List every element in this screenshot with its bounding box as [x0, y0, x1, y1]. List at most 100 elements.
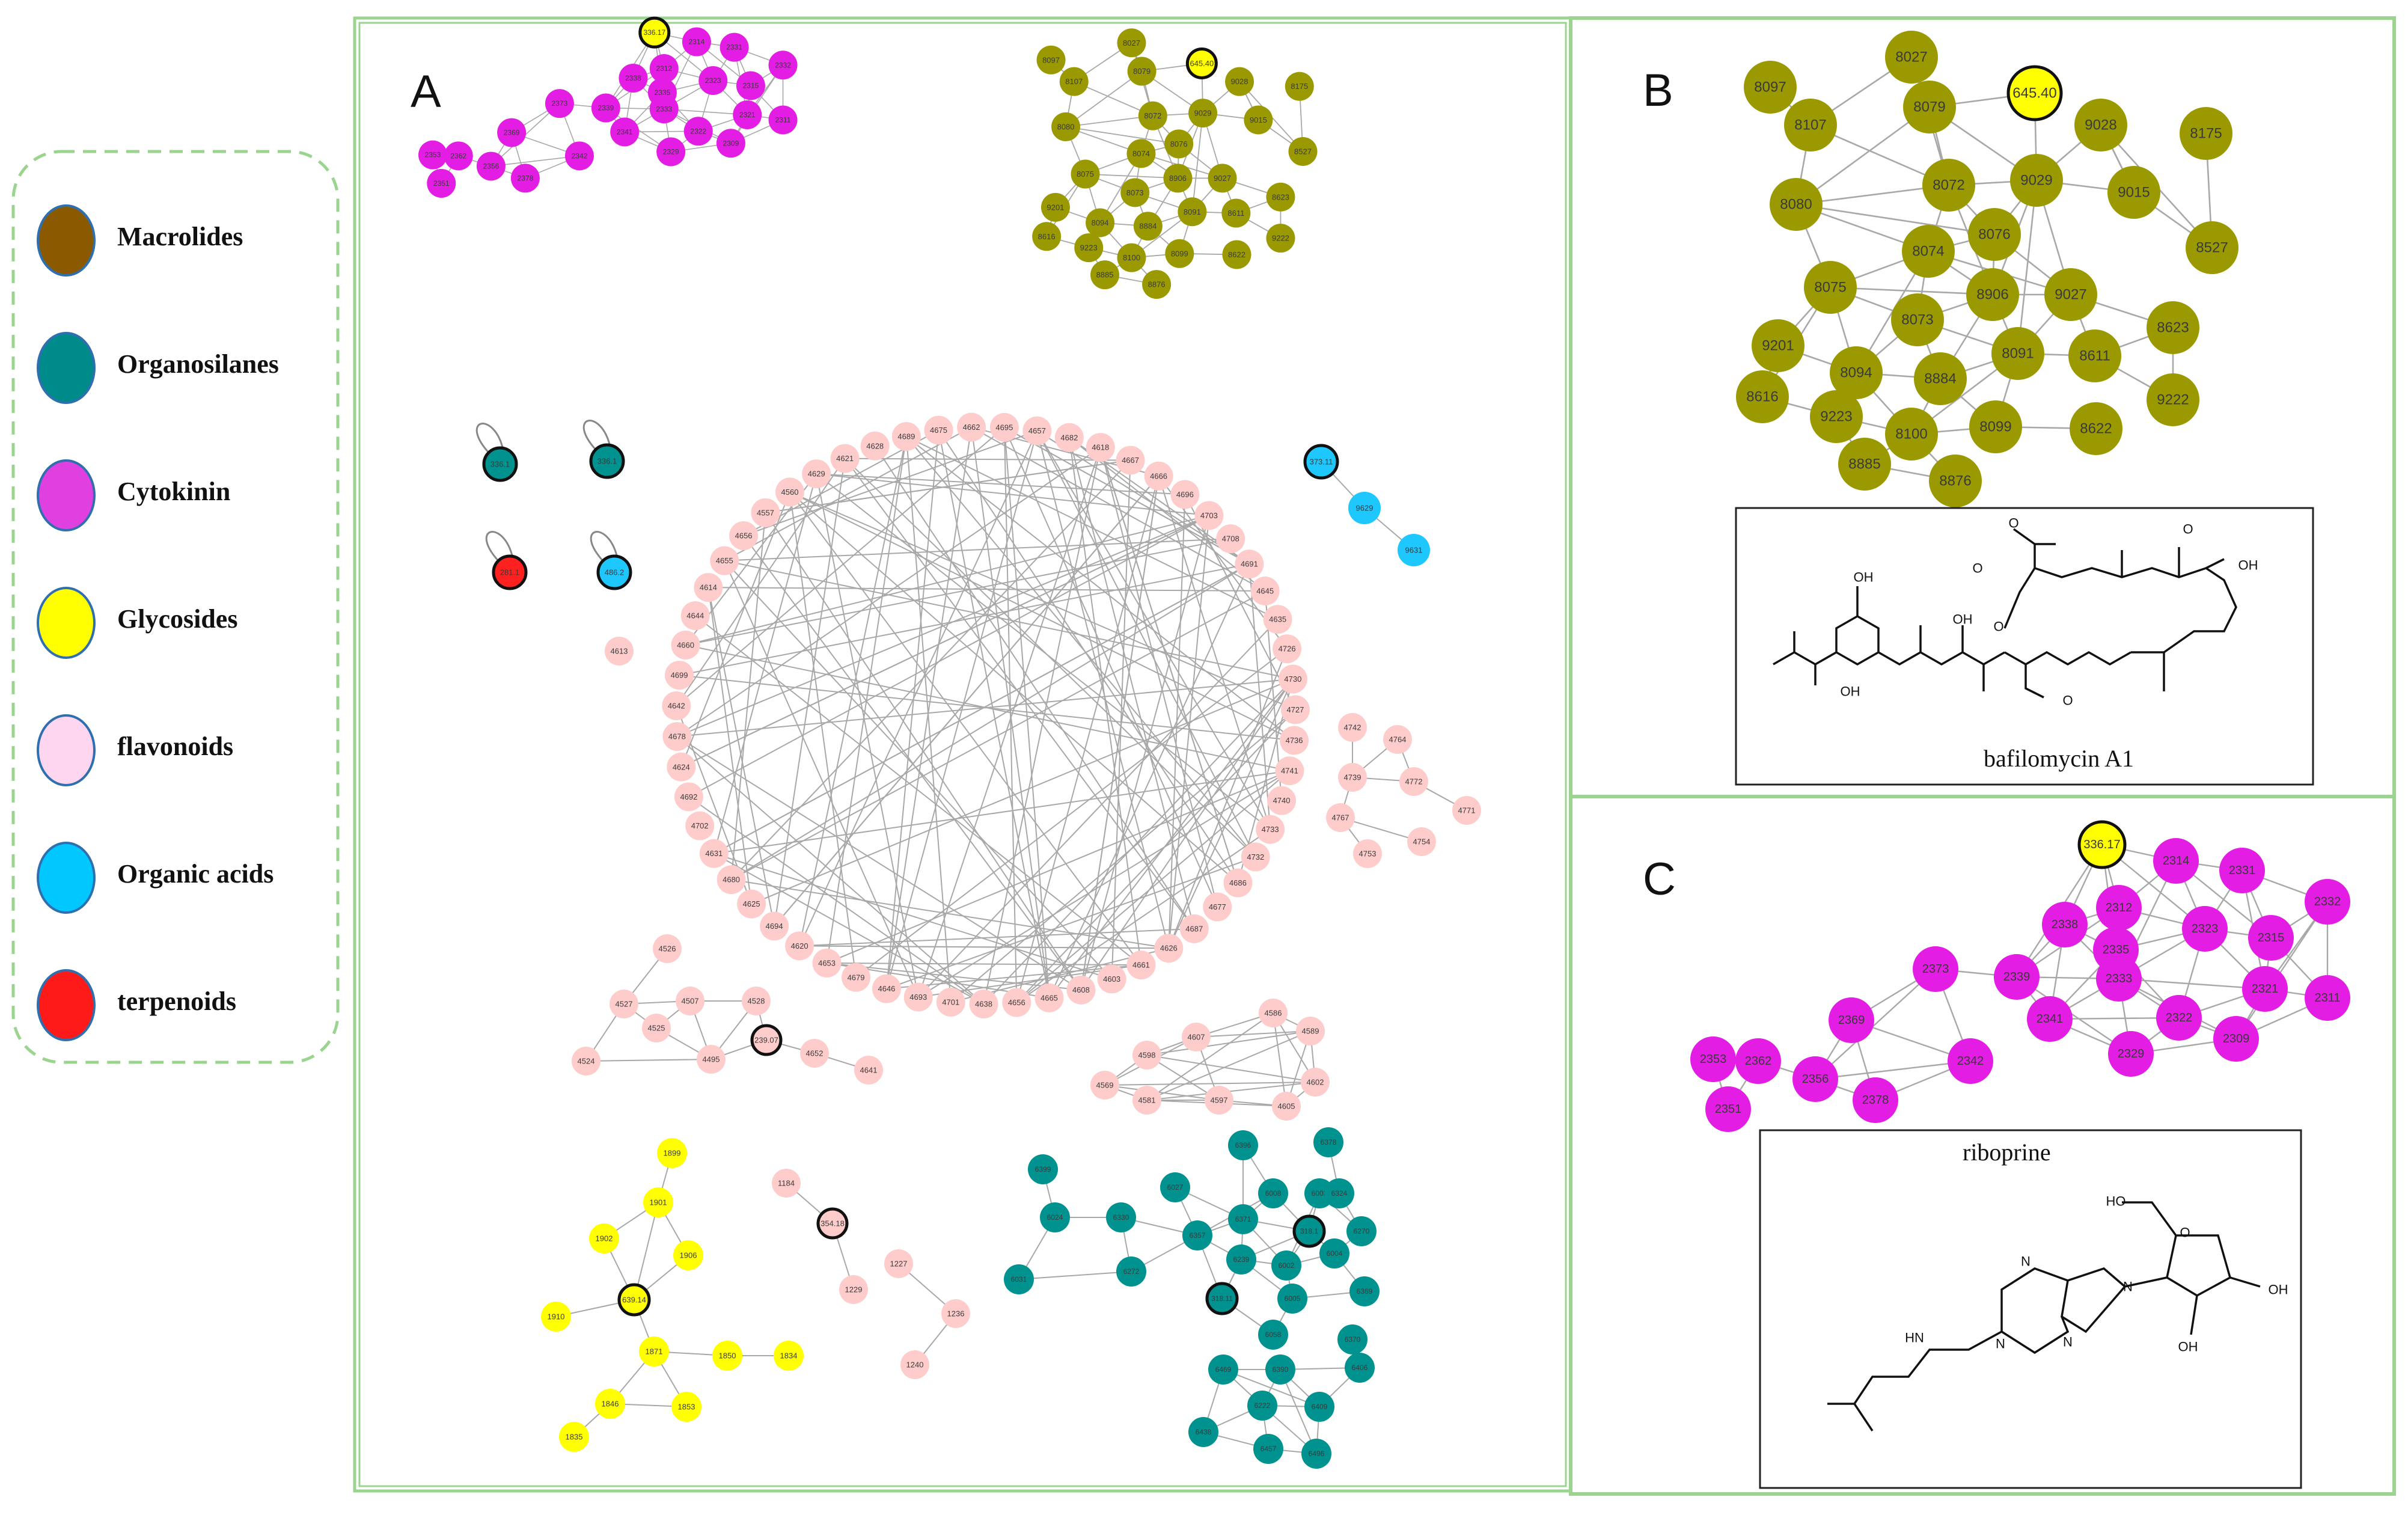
node-label: 6004	[1327, 1249, 1343, 1258]
node-label: 9201	[1047, 203, 1064, 212]
atom-label: OH	[1953, 612, 1973, 627]
node-label: 8175	[2190, 126, 2222, 142]
node-label: 4581	[1138, 1096, 1156, 1105]
node	[1090, 1071, 1119, 1100]
edge	[1080, 476, 1160, 990]
node-label: 281.1	[500, 568, 520, 577]
node	[673, 1240, 703, 1270]
legend-swatch-1	[37, 332, 96, 404]
node	[653, 934, 682, 963]
node-label: 4614	[700, 583, 717, 592]
node	[2180, 107, 2232, 160]
edge	[885, 430, 940, 989]
node-label: 8094	[1092, 218, 1109, 227]
node-label: 4687	[1185, 924, 1203, 933]
edge	[695, 615, 1142, 966]
node-label: 8080	[1780, 197, 1812, 213]
edge	[1016, 828, 1271, 1003]
node-label: 486.2	[605, 568, 625, 577]
node-label: 6324	[1331, 1189, 1348, 1198]
node-label: 6272	[1123, 1267, 1140, 1276]
atom-label: OH	[2238, 558, 2258, 573]
node	[772, 1169, 801, 1198]
node	[1208, 164, 1237, 193]
edge	[730, 459, 1131, 880]
node	[1127, 57, 1157, 86]
node	[699, 839, 729, 868]
node-label: 1240	[906, 1360, 924, 1370]
node-label: 6370	[1345, 1335, 1361, 1344]
node	[482, 446, 518, 482]
node-label: 4638	[975, 999, 992, 1008]
node	[1324, 1178, 1354, 1208]
node-label: 6239	[1233, 1255, 1250, 1264]
panel-a-label: A	[411, 66, 441, 117]
node	[1338, 763, 1367, 792]
node	[1452, 796, 1481, 825]
node	[1126, 139, 1156, 168]
node	[785, 931, 814, 961]
edge	[1016, 476, 1160, 1003]
node	[1804, 261, 1857, 314]
node	[657, 1138, 687, 1168]
panel-b-label: B	[1643, 65, 1673, 116]
node	[1770, 178, 1823, 231]
atom-label: O	[2183, 522, 2193, 537]
edge	[774, 476, 1160, 927]
node	[1838, 438, 1891, 491]
node-label: 4686	[1229, 878, 1247, 887]
node	[656, 137, 686, 167]
edge	[1048, 563, 1250, 999]
node	[768, 105, 798, 135]
node-label: 8623	[2157, 320, 2189, 336]
node	[559, 1422, 589, 1452]
edge	[799, 436, 907, 946]
legend-frame	[11, 150, 340, 1064]
node	[1170, 480, 1200, 509]
node-label: 2338	[2052, 918, 2079, 931]
edge	[634, 1202, 659, 1300]
node-label: 2329	[2118, 1047, 2145, 1060]
node-label: 9027	[1214, 174, 1231, 183]
edge	[1280, 1369, 1317, 1454]
node-label: 4739	[1344, 773, 1361, 782]
node-label: 2369	[504, 129, 520, 137]
node-label: 9029	[2020, 173, 2052, 189]
node-label: 9222	[1272, 234, 1289, 243]
edge	[906, 436, 1256, 858]
node-label: 6330	[1113, 1213, 1129, 1222]
edge	[731, 563, 1250, 881]
atom-label: OH	[2178, 1339, 2198, 1354]
node-label: 9201	[1762, 338, 1794, 354]
node-label: 8527	[2196, 240, 2228, 256]
node	[737, 889, 766, 919]
node	[774, 1341, 804, 1371]
node	[642, 1014, 671, 1042]
node-label: 2329	[663, 148, 679, 156]
node	[736, 71, 765, 100]
node-label: 2312	[656, 64, 672, 73]
node	[1891, 293, 1944, 346]
edge	[1158, 476, 1271, 830]
node-label: 8097	[1042, 55, 1060, 64]
node	[1188, 1417, 1218, 1447]
node-label: 2315	[2258, 931, 2285, 944]
node-label: 9028	[1231, 77, 1248, 86]
node	[1265, 1354, 1295, 1385]
node	[572, 1047, 600, 1076]
node-label: 6369	[1357, 1287, 1373, 1296]
node-label: 2321	[739, 111, 756, 119]
node	[1028, 1154, 1058, 1184]
node-label: 8611	[1227, 209, 1244, 218]
node	[595, 1389, 625, 1419]
node	[596, 554, 632, 590]
node-label: 2362	[1745, 1054, 1772, 1068]
atom-label: OH	[1841, 684, 1860, 699]
node	[1002, 988, 1031, 1017]
node	[1117, 243, 1146, 272]
node-label: 2323	[705, 76, 721, 85]
node-label: 6406	[1352, 1364, 1368, 1372]
node-label: 4694	[766, 922, 783, 931]
node	[676, 987, 704, 1015]
